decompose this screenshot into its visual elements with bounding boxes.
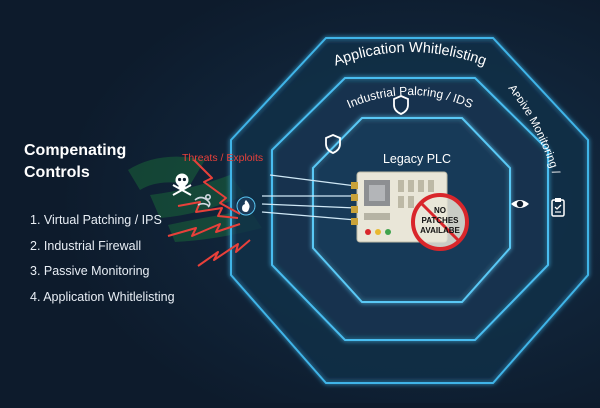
list-item: 2. Industrial Firewall	[30, 238, 142, 253]
eye-icon	[511, 200, 529, 208]
compensating-controls-heading: Compenating Controls	[24, 140, 126, 184]
smoke-icon	[194, 194, 212, 208]
no-patches-stamp: NO PATCHES AVAILABE	[411, 193, 469, 251]
stamp-text-line: PATCHES	[421, 216, 459, 225]
connector-lines	[261, 174, 357, 221]
skull-icon	[172, 173, 192, 196]
threats-label: Threats / Exploits	[182, 152, 264, 164]
stamp-text-line: AVAILABE	[420, 226, 460, 235]
plc-led-yellow	[375, 229, 381, 235]
list-item: 3. Passive Monitoring	[30, 264, 150, 278]
plc-label: Legacy PLC	[383, 152, 451, 166]
controls-list: 1. Virtual Patching / IPS 2. Industrial …	[30, 211, 175, 313]
threat-attack-lines	[167, 159, 251, 267]
shield-icon	[325, 134, 341, 154]
threat-line	[193, 159, 241, 215]
clipboard-icon	[551, 198, 565, 217]
list-item: 1. Virtual Patching / IPS	[30, 213, 162, 227]
plc-led-red	[365, 229, 371, 235]
heading-line-2: Controls	[24, 164, 90, 181]
plc-led-green	[385, 229, 391, 235]
stamp-text-line: NO	[434, 206, 446, 215]
threat-line	[167, 223, 241, 237]
flame-icon	[236, 196, 256, 216]
threat-line	[177, 201, 239, 219]
shield-icon	[393, 95, 409, 115]
list-item: 4. Application Whitlelisting	[30, 289, 175, 304]
threat-line	[197, 239, 251, 267]
heading-line-1: Compenating	[24, 142, 127, 159]
